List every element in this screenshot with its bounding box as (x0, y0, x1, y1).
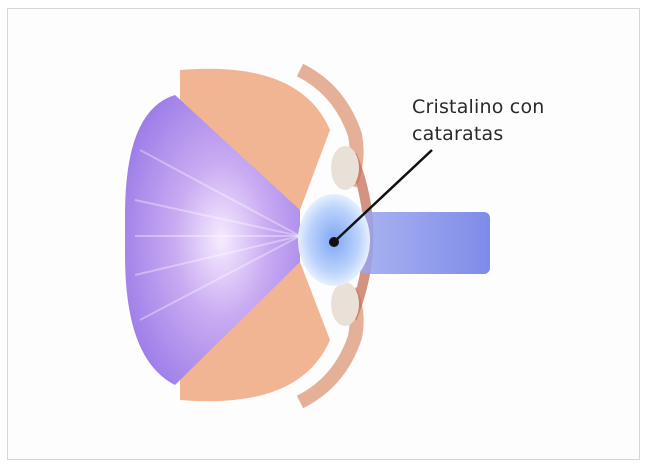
iris-lower (331, 282, 359, 326)
incoming-light-beam (360, 212, 490, 274)
label-line-2: cataratas (412, 121, 545, 148)
lens-cataract-label: Cristalino con cataratas (412, 94, 545, 148)
annotation-dot (329, 237, 339, 247)
iris-upper (331, 146, 359, 190)
label-line-1: Cristalino con (412, 94, 545, 121)
